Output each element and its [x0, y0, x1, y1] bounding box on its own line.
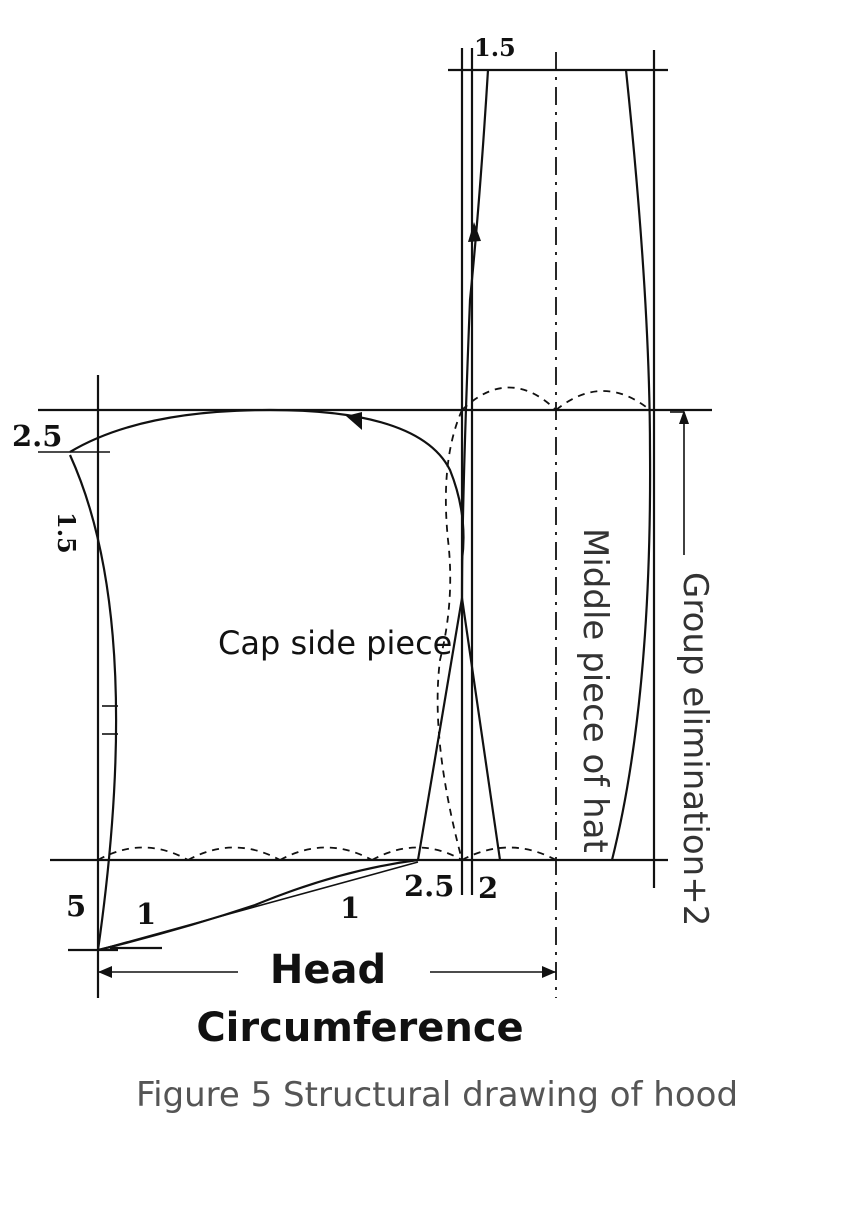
segment-1a-label: 1 — [136, 897, 156, 931]
dart-left-label: 2.5 — [404, 869, 454, 903]
dashed-arc-head-3 — [279, 846, 373, 861]
group-elimination-label: Group elimination+2 — [675, 572, 715, 926]
dashed-arc-head-5 — [461, 846, 557, 861]
middle-piece-arrow — [468, 222, 481, 242]
dashed-arc-head-4 — [371, 846, 463, 861]
dashed-arc-head-2 — [187, 846, 281, 861]
dashed-arc-head-1 — [97, 846, 189, 861]
dashed-arc-top-1 — [461, 386, 557, 411]
head-label-line1: Head — [270, 947, 386, 993]
middle-piece-right-edge — [610, 69, 652, 861]
cap-side-left-curve — [68, 454, 118, 951]
corner-measure-label: 2.5 — [12, 419, 62, 453]
side-measure-label: 1.5 — [52, 512, 81, 554]
head-dim-arrow-right — [542, 966, 556, 978]
bottom-left-measure-label: 5 — [66, 889, 86, 923]
head-dim-arrow-left — [98, 966, 112, 978]
dart-right-label: 2 — [478, 871, 498, 905]
dart-left-leg — [416, 597, 464, 861]
cap-side-bottom-curve — [97, 858, 419, 952]
top-curve-arrow — [346, 412, 362, 430]
segment-1b-label: 1 — [340, 891, 360, 925]
dashed-arc-top-2 — [555, 390, 651, 411]
cap-side-piece-label: Cap side piece — [218, 624, 452, 662]
dart-right-leg — [460, 597, 502, 861]
head-label-line2: Circumference — [196, 1005, 523, 1051]
top-measure-label: 1.5 — [474, 33, 516, 62]
dashed-side-curve — [436, 409, 463, 861]
cap-side-bottom-line — [97, 861, 419, 951]
middle-piece-label: Middle piece of hat — [575, 528, 615, 853]
cap-side-outline — [69, 408, 465, 561]
figure-caption: Figure 5 Structural drawing of hood — [136, 1075, 738, 1115]
group-dim-arrow — [679, 410, 689, 424]
middle-piece-left-edge — [460, 69, 490, 599]
